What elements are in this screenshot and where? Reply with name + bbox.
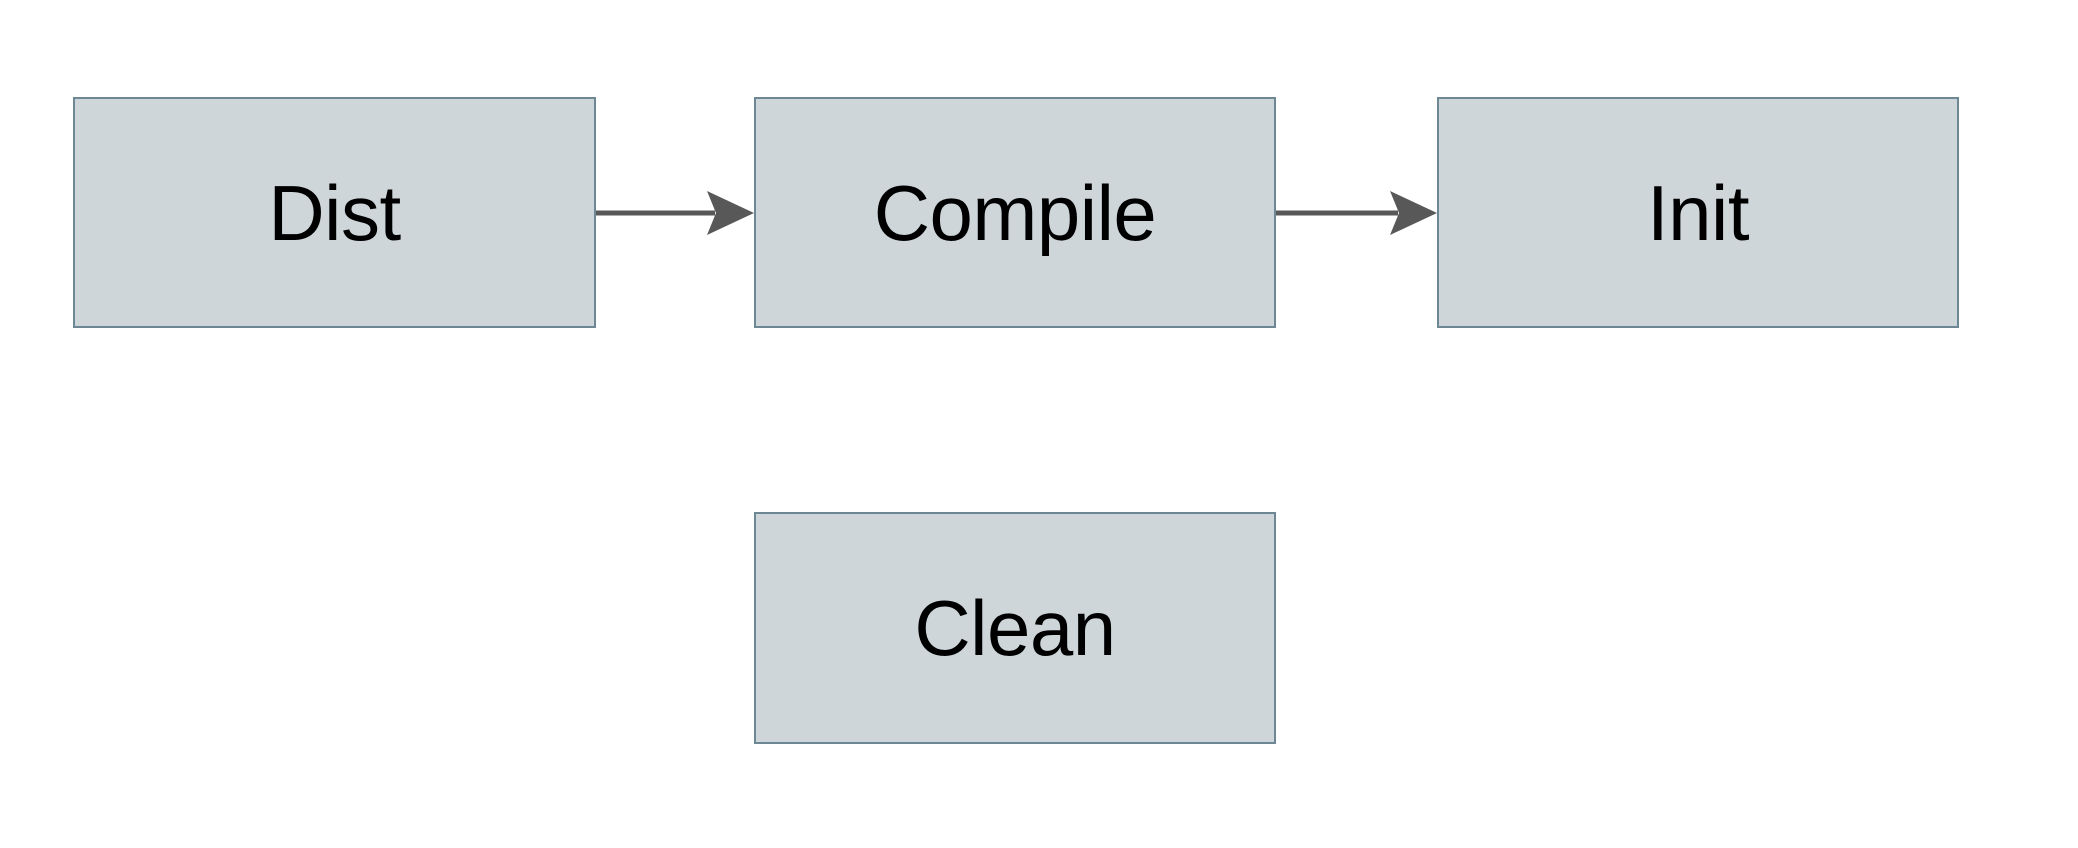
node-compile[interactable]: Compile (754, 97, 1276, 328)
node-init-label: Init (1646, 168, 1750, 257)
node-clean[interactable]: Clean (754, 512, 1276, 744)
node-dist-label: Dist (268, 168, 401, 257)
node-dist[interactable]: Dist (73, 97, 596, 328)
edge-compile-to-init-arrowhead (1390, 191, 1437, 235)
node-init[interactable]: Init (1437, 97, 1959, 328)
node-compile-label: Compile (873, 168, 1157, 257)
edge-dist-to-compile (596, 191, 754, 235)
edge-compile-to-init (1276, 191, 1437, 235)
node-clean-label: Clean (914, 584, 1116, 672)
edge-dist-to-compile-arrowhead (707, 191, 754, 235)
